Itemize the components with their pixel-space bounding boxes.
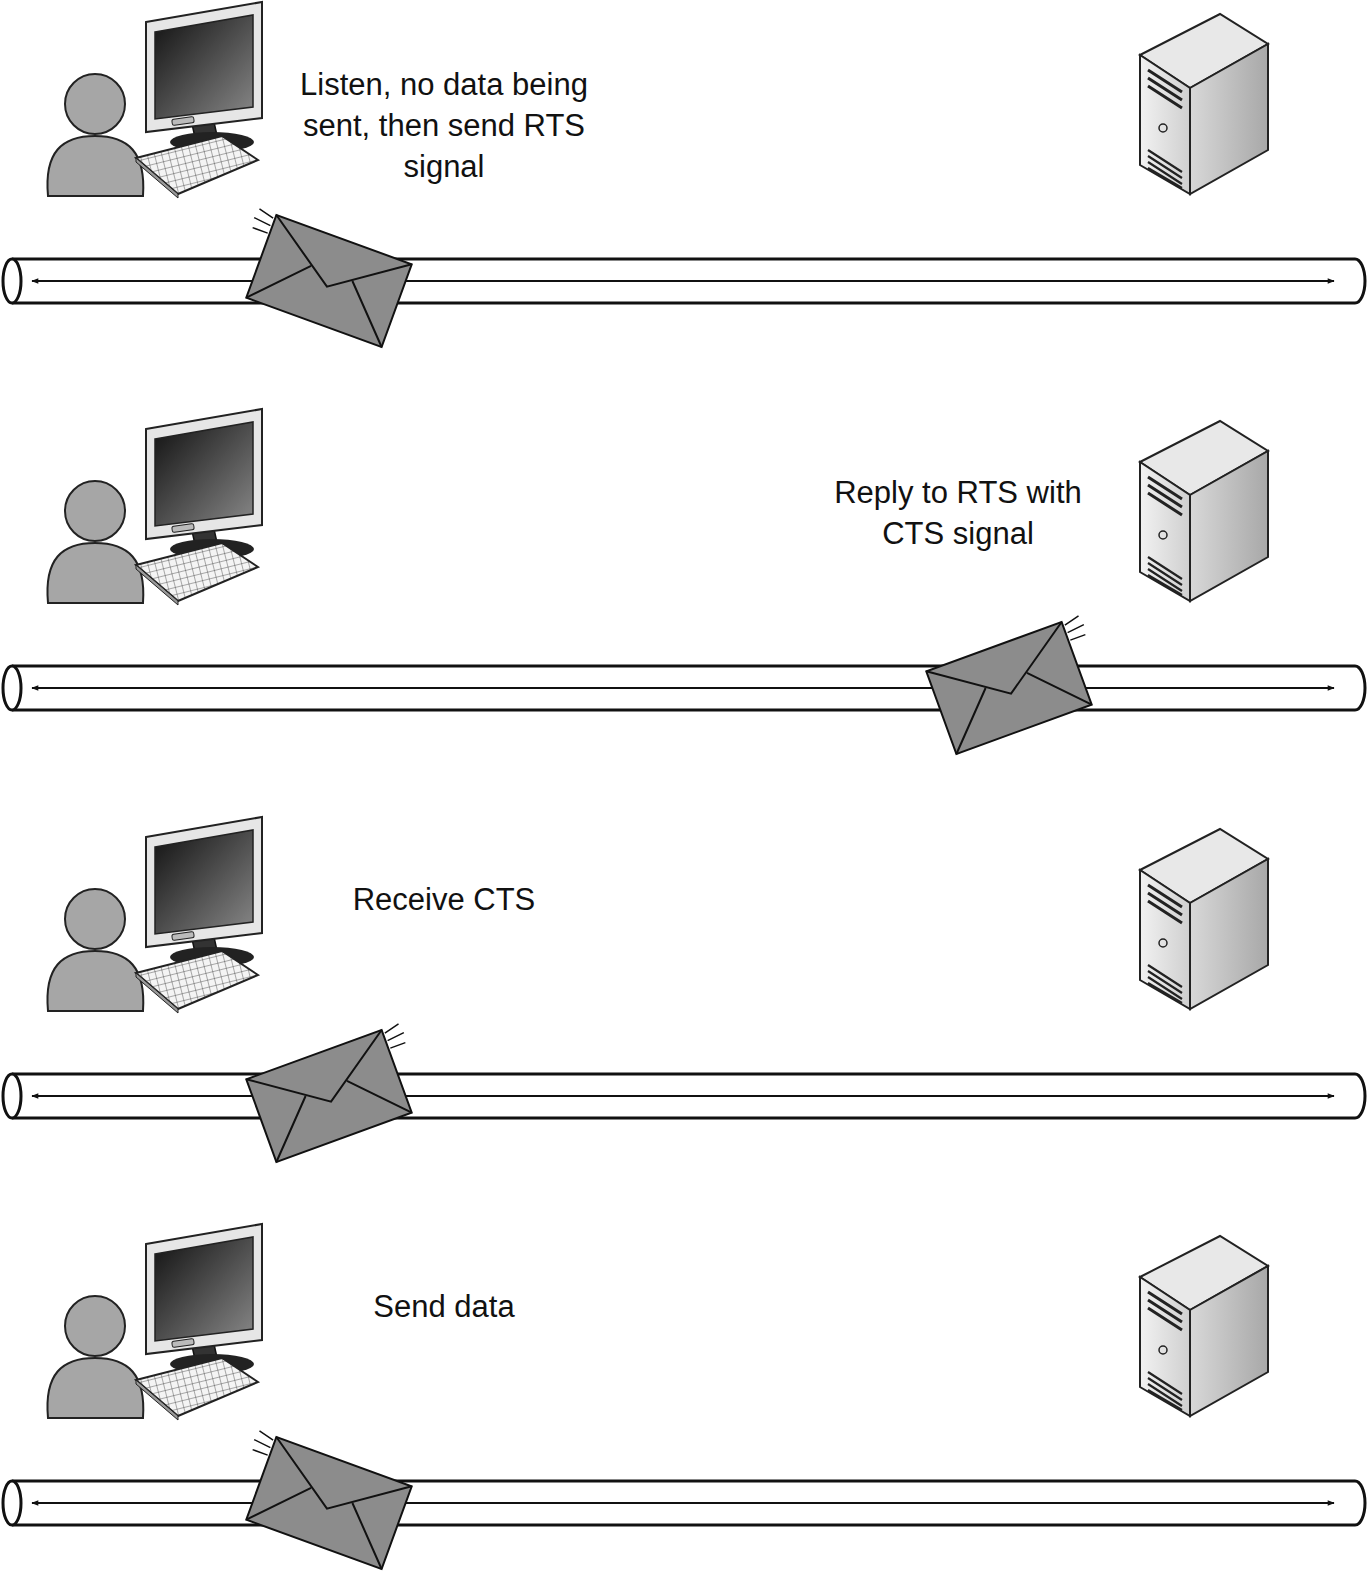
panel-1 <box>3 2 1365 347</box>
step-label: Reply to RTS with CTS signal <box>808 472 1108 554</box>
panel-2 <box>3 409 1365 754</box>
server-icon <box>1140 1236 1268 1416</box>
network-cable <box>3 259 1365 303</box>
envelope <box>926 615 1110 754</box>
server-icon <box>1140 421 1268 601</box>
network-cable <box>3 1481 1365 1525</box>
user-computer <box>47 2 262 198</box>
user-computer <box>47 817 262 1013</box>
user-computer <box>47 409 262 605</box>
network-cable <box>3 666 1365 710</box>
server-icon <box>1140 829 1268 1009</box>
envelope <box>227 208 411 347</box>
envelope <box>227 1430 411 1569</box>
user-computer <box>47 1224 262 1420</box>
server-icon <box>1140 14 1268 194</box>
panel-3 <box>3 817 1365 1162</box>
step-label: Send data <box>274 1286 614 1327</box>
step-label: Receive CTS <box>274 879 614 920</box>
panel-4 <box>3 1224 1365 1569</box>
envelope <box>246 1023 430 1162</box>
network-cable <box>3 1074 1365 1118</box>
step-label: Listen, no data being sent, then send RT… <box>274 64 614 187</box>
